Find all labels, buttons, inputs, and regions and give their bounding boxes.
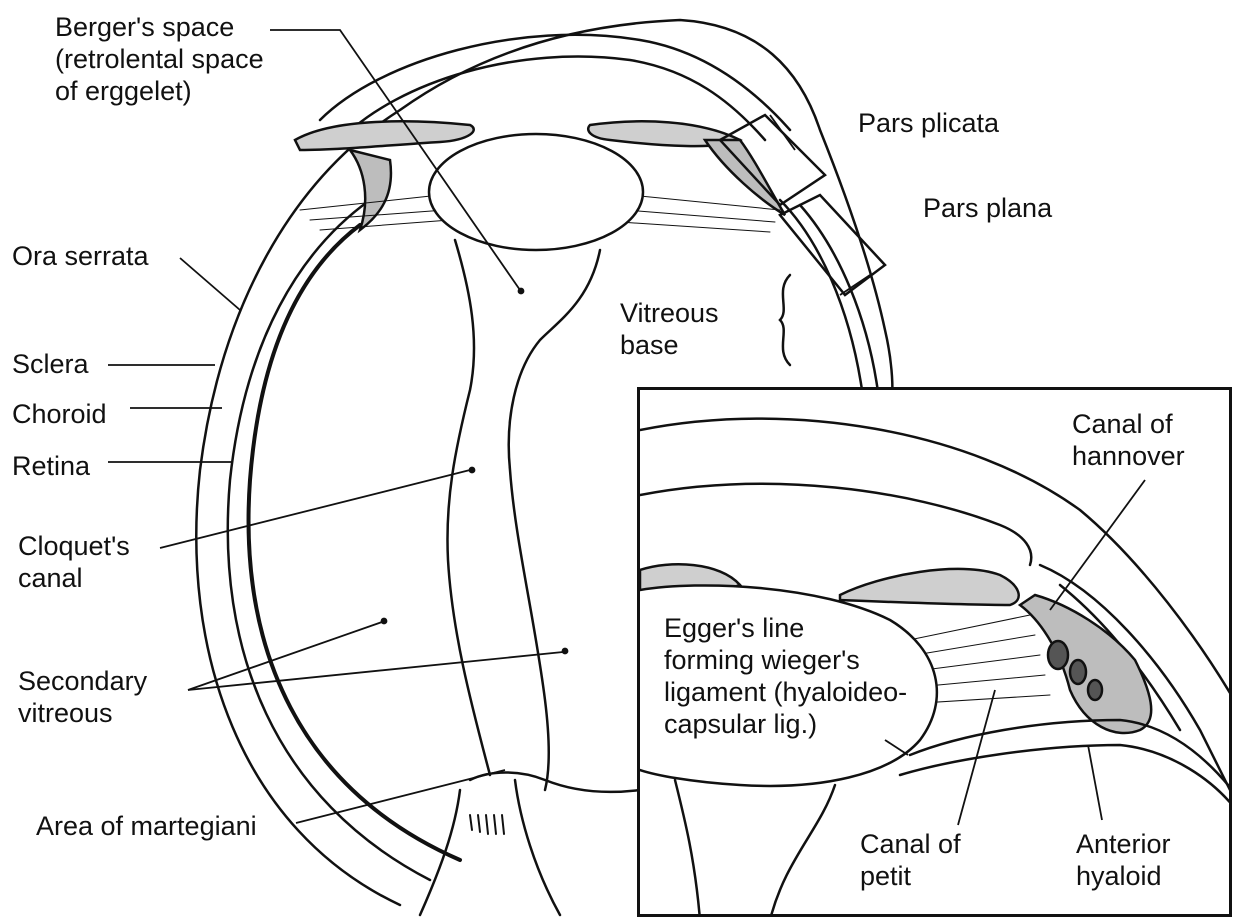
label-egger-line-4: capsular lig.) [664,708,907,740]
inset-leader-petit [958,690,995,825]
optic-nerve-fibres [470,815,504,834]
berger-space-point [519,289,524,294]
label-berger-space-line-2: (retrolental space [55,43,264,75]
label-berger-space: Berger's space (retrolental space of erg… [55,11,264,107]
label-canal-petit-line-1: Canal of [860,828,961,860]
label-vitreous-base-line-1: Vitreous [620,297,719,329]
secondary-vitreous-point-b [563,649,568,654]
label-vitreous-base: Vitreous base [620,297,719,361]
inset-cloquet-left [675,780,700,917]
label-vitreous-base-line-2: base [620,329,719,361]
label-pars-plicata: Pars plicata [858,107,999,139]
leader-ora-serrata [180,258,240,310]
inset-cloquet-right [770,785,835,917]
label-egger-line: Egger's line forming wieger's ligament (… [664,612,907,740]
cloquet-point [470,468,475,473]
inset-ciliary-process-1 [1048,641,1068,669]
label-secondary-vitreous-line-2: vitreous [18,697,147,729]
label-canal-hannover-line-2: hannover [1072,440,1185,472]
label-cloquet-canal: Cloquet's canal [18,530,130,594]
label-ora-serrata: Ora serrata [12,240,149,272]
cloquet-canal-right-wall [509,250,600,790]
leader-cloquet [160,470,470,548]
ciliary-body-left [350,150,391,230]
label-pars-plana: Pars plana [923,192,1052,224]
iris-left [295,121,474,150]
vitreous-base-brace [780,275,790,365]
leader-martegiani [296,770,505,823]
label-canal-petit: Canal of petit [860,828,961,892]
label-sclera: Sclera [12,348,89,380]
retina-outline [249,225,460,860]
label-egger-line-1: Egger's line [664,612,907,644]
label-anterior-hyaloid-line-1: Anterior [1076,828,1171,860]
inset-ciliary-process-2 [1070,660,1086,684]
label-anterior-hyaloid-line-2: hyaloid [1076,860,1171,892]
martegiani-area-outline [470,773,640,792]
secondary-vitreous-point-a [382,619,387,624]
label-choroid: Choroid [12,398,107,430]
zonules-right [620,195,780,232]
label-cloquet-line-1: Cloquet's [18,530,130,562]
label-berger-space-line-1: Berger's space [55,11,264,43]
label-berger-space-line-3: of erggelet) [55,75,264,107]
cloquet-canal-left-wall [447,240,490,775]
label-egger-line-2: forming wieger's [664,644,907,676]
label-secondary-vitreous: Secondary vitreous [18,665,147,729]
label-secondary-vitreous-line-1: Secondary [18,665,147,697]
label-cloquet-line-2: canal [18,562,130,594]
inset-magnified-panel: Canal of hannover Egger's line forming w… [637,387,1232,917]
lens [429,134,643,250]
label-anterior-hyaloid: Anterior hyaloid [1076,828,1171,892]
label-area-martegiani: Area of martegiani [36,810,257,842]
inset-leader-anterior-hyaloid [1088,745,1102,820]
inset-ciliary-process-3 [1088,680,1102,700]
label-canal-hannover-line-1: Canal of [1072,408,1185,440]
label-egger-line-3: ligament (hyaloideo- [664,676,907,708]
pars-plana-bracket [780,195,885,295]
inset-hyaloid-inner [900,745,1232,815]
label-canal-petit-line-2: petit [860,860,961,892]
label-retina: Retina [12,450,90,482]
optic-nerve-right [515,780,560,915]
inset-cornea-inner [640,484,1031,565]
inset-ciliary-body [1020,595,1151,733]
label-canal-hannover: Canal of hannover [1072,408,1185,472]
inset-iris-right [840,569,1019,605]
